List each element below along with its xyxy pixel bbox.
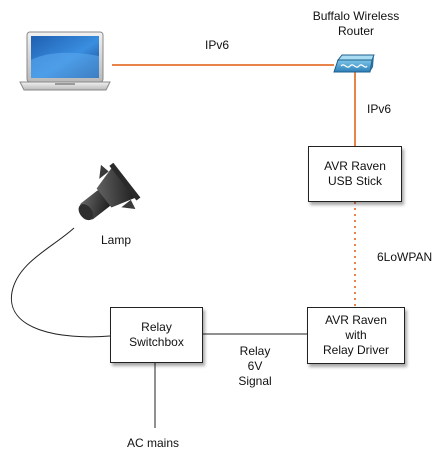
- router-label-line-2: Router: [337, 24, 375, 38]
- relay-driver-line-2: with: [345, 328, 367, 342]
- router-label: Buffalo Wireless Router: [304, 9, 408, 39]
- laptop-router-link-label: IPv6: [205, 38, 230, 52]
- relay-signal-line-1: Relay: [239, 344, 271, 358]
- lamp-cable: [10, 227, 111, 338]
- relay-driver-line-1: AVR Raven: [325, 313, 387, 327]
- router-usb-link-label: IPv6: [367, 102, 392, 116]
- lamp-label: Lamp: [101, 233, 132, 247]
- relay-signal-line-3: Signal: [238, 374, 272, 388]
- ac-mains-label: AC mains: [127, 436, 180, 450]
- router-label-line-1: Buffalo Wireless: [312, 9, 400, 23]
- switchbox-line-1: Relay: [141, 320, 172, 334]
- usb-stick-line-1: AVR Raven: [324, 159, 386, 173]
- relay-driver-line-3: Relay Driver: [322, 343, 389, 357]
- relay-signal-line-2: 6V: [247, 359, 263, 373]
- spotlight-lamp-icon: [78, 162, 141, 221]
- switchbox-line-2: Switchbox: [129, 335, 184, 349]
- laptop-icon: [19, 31, 111, 91]
- relay-switchbox-box: Relay Switchbox: [110, 307, 203, 363]
- avr-raven-usb-stick-box: AVR Raven USB Stick: [308, 146, 402, 202]
- avr-raven-relay-driver-box: AVR Raven with Relay Driver: [307, 307, 405, 364]
- usb-stick-line-2: USB Stick: [327, 174, 382, 188]
- router-icon: [333, 54, 375, 73]
- relay-signal-label: Relay 6V Signal: [232, 344, 278, 389]
- usb-relay-driver-link-label: 6LoWPAN: [377, 250, 433, 264]
